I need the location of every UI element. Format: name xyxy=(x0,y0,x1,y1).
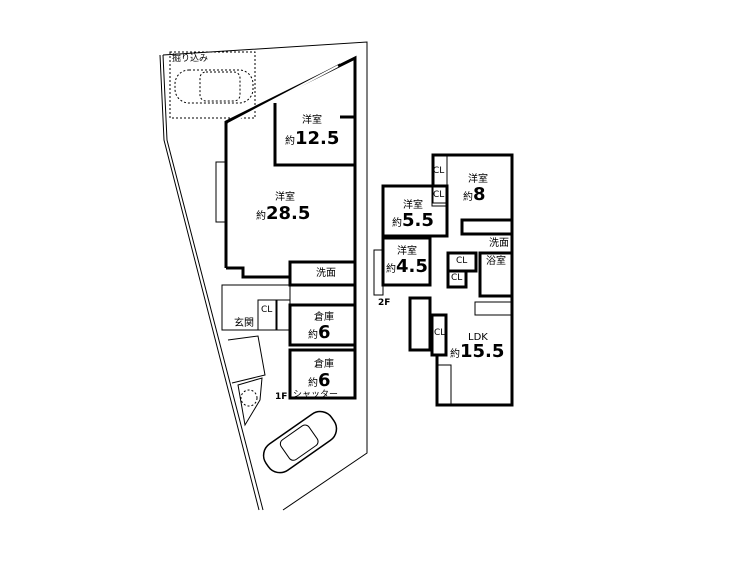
room-western-12-5: 洋室 xyxy=(302,116,322,126)
shutter-label: シャッター xyxy=(293,390,339,400)
dugout-parking-area xyxy=(169,51,256,119)
floor-label-1f: 1F xyxy=(275,392,288,402)
floor1-walls xyxy=(215,55,357,427)
closet-label: CL xyxy=(451,273,463,283)
room-type: 洋室 xyxy=(403,200,423,211)
size-value: 6 xyxy=(318,370,331,391)
lot-boundary xyxy=(159,41,368,511)
room-type: 倉庫 xyxy=(314,312,334,323)
size-prefix: 約 xyxy=(256,211,266,222)
car-icon xyxy=(262,410,338,474)
size-value: 4.5 xyxy=(396,256,428,277)
size-prefix: 約 xyxy=(386,264,396,275)
room-size: 約28.5 xyxy=(256,205,310,223)
bath-label: 浴室 xyxy=(486,256,506,267)
entrance-label: 玄関 xyxy=(234,318,254,329)
room-size: 約12.5 xyxy=(285,130,339,148)
size-prefix: 約 xyxy=(450,349,460,360)
size-value: 8 xyxy=(473,184,486,205)
room-type: LDK xyxy=(468,332,488,343)
size-prefix: 約 xyxy=(392,218,402,229)
closet-label: CL xyxy=(434,328,446,338)
room-size: 約15.5 xyxy=(450,343,504,361)
size-prefix: 約 xyxy=(308,378,318,389)
closet-label: CL xyxy=(433,166,445,176)
floor-label-2f: 2F xyxy=(378,298,391,308)
size-prefix: 約 xyxy=(285,136,295,147)
size-value: 12.5 xyxy=(295,128,340,149)
room-type: 洋室 xyxy=(302,115,322,126)
floor2-walls xyxy=(373,153,514,407)
closet-label: CL xyxy=(456,256,468,266)
size-value: 6 xyxy=(318,322,331,343)
room-size: 約6 xyxy=(308,372,331,390)
size-prefix: 約 xyxy=(308,330,318,341)
size-value: 28.5 xyxy=(266,203,311,224)
room-size: 約4.5 xyxy=(386,258,428,276)
room-type: 洋室 xyxy=(397,246,417,257)
size-value: 15.5 xyxy=(460,341,505,362)
washroom-label: 洗面 xyxy=(316,268,336,279)
washroom-label: 洗面 xyxy=(489,238,509,249)
room-size: 約6 xyxy=(308,324,331,342)
size-prefix: 約 xyxy=(463,192,473,203)
closet-label: CL xyxy=(433,190,445,200)
room-type: 倉庫 xyxy=(314,359,334,370)
size-value: 5.5 xyxy=(402,210,434,231)
room-size: 約5.5 xyxy=(392,212,434,230)
car-icon xyxy=(174,69,254,104)
closet-label: CL xyxy=(261,305,273,315)
room-type: 洋室 xyxy=(468,174,488,185)
room-type: 洋室 xyxy=(275,192,295,203)
room-size: 約8 xyxy=(463,186,486,204)
dugout-label: 掘り込み xyxy=(172,54,209,64)
